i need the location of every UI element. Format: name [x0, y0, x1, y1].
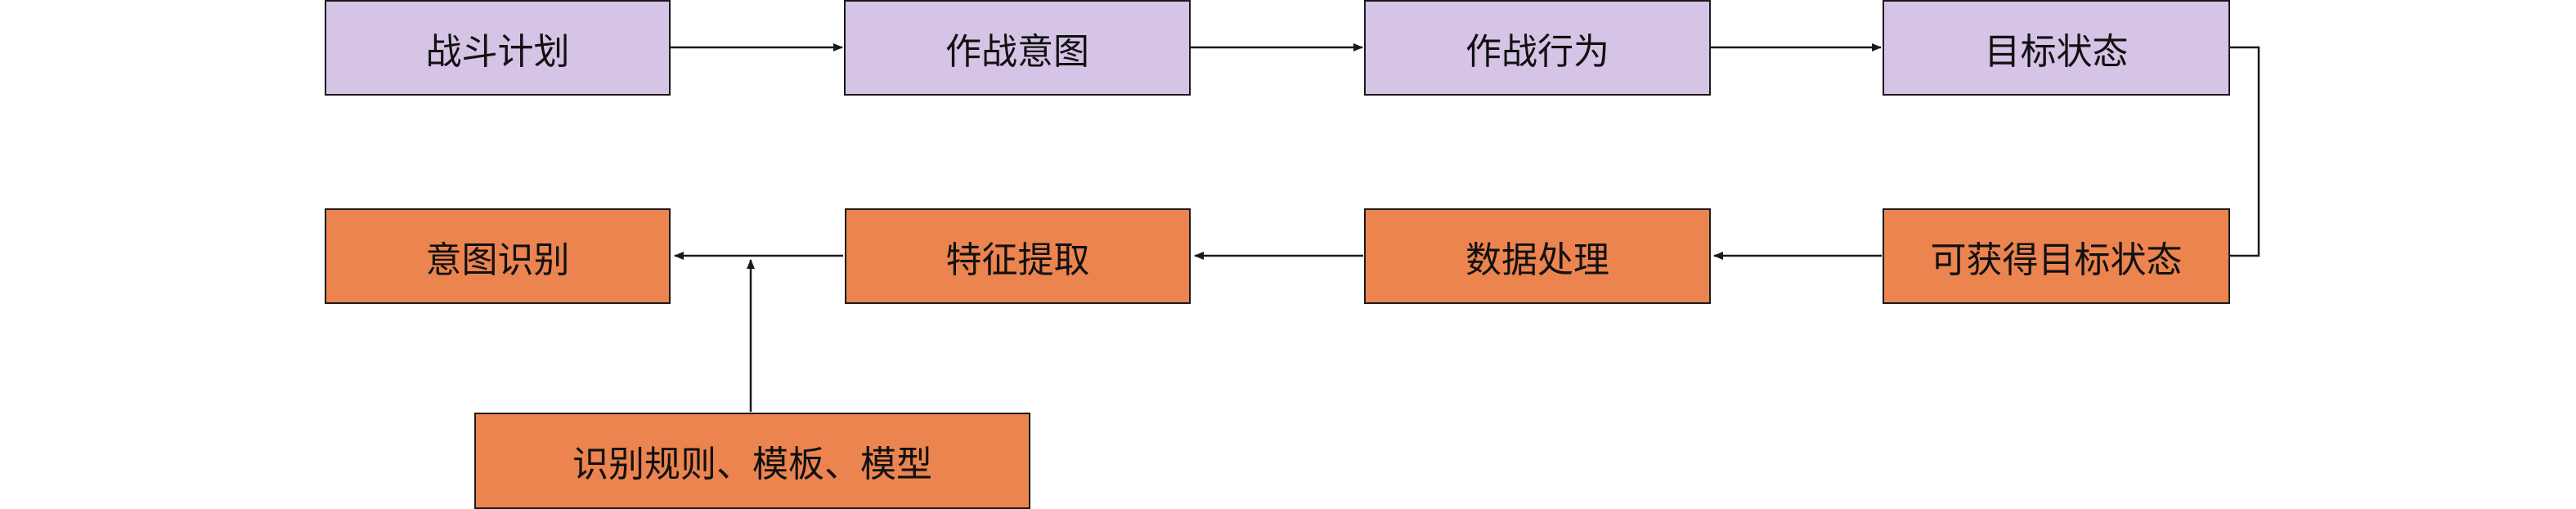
- observable-target-state-box: 可获得目标状态: [1883, 208, 2230, 304]
- target-state-box: 目标状态: [1883, 0, 2230, 96]
- feature-extraction-box: 特征提取: [845, 208, 1191, 304]
- data-processing-box: 数据处理: [1364, 208, 1711, 304]
- intent-recognition-box: 意图识别: [325, 208, 671, 304]
- recognition-rules-templates-models-box: 识别规则、模板、模型: [474, 413, 1030, 509]
- operational-intent-box: 作战意图: [844, 0, 1191, 96]
- combat-plan-box: 战斗计划: [325, 0, 671, 96]
- connector-target-to-observable: [2230, 46, 2260, 257]
- operational-behavior-box: 作战行为: [1364, 0, 1711, 96]
